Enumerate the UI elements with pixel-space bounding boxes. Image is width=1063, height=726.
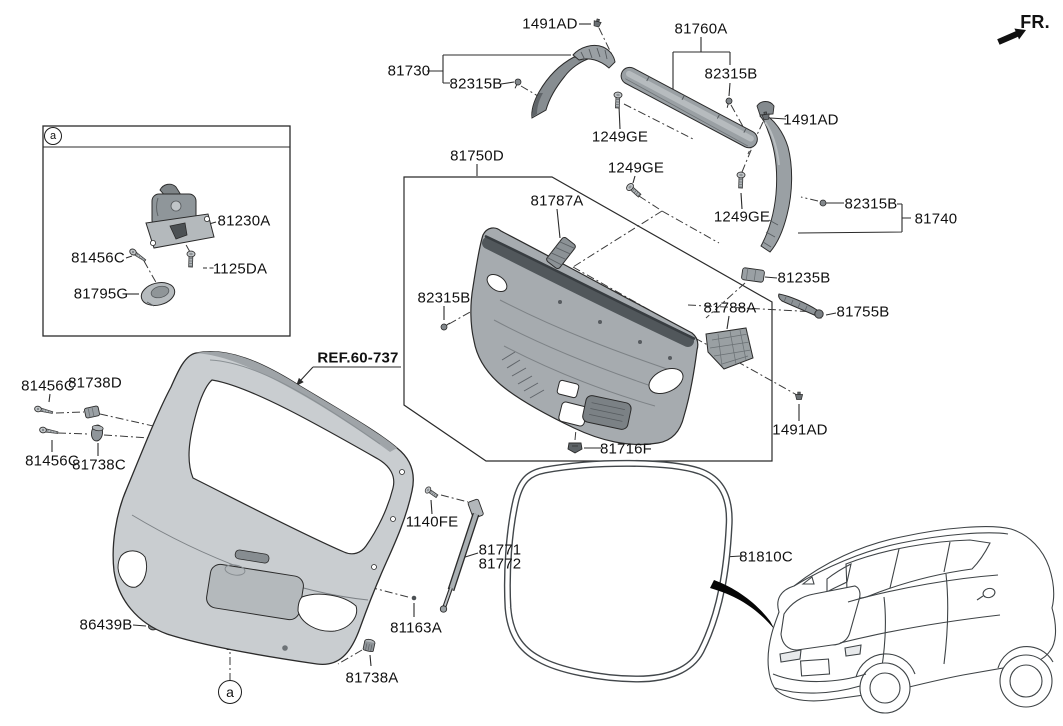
- part-81230A-latch: [145, 183, 215, 249]
- part-81716F-clip: [567, 442, 583, 454]
- screw-81456C-icon: [33, 404, 54, 416]
- detail-box-a: [42, 125, 291, 337]
- install-direction-arrow: [710, 580, 775, 630]
- screw-81456C-icon: [38, 426, 59, 436]
- part-81788A-grille: [705, 327, 754, 370]
- vehicle-rear-view: [767, 526, 1057, 714]
- part-81740-garnish: [756, 101, 793, 253]
- clip-82315B-icon: [819, 199, 831, 207]
- gas-lifter-81771-81772: [439, 498, 484, 613]
- part-81795G-opener-switch: [140, 282, 176, 307]
- tailgate-panel-drawing: [112, 351, 414, 666]
- nut-81738A-icon: [362, 638, 376, 652]
- weatherstrip-81810C: [503, 459, 733, 683]
- clip-82315B-icon: [511, 77, 523, 91]
- part-81760A-garnish: [620, 66, 758, 149]
- clip-82315B-icon: [723, 96, 734, 110]
- bolt-1249GE-icon: [736, 171, 746, 189]
- bolt-1125DA-icon: [186, 250, 196, 268]
- part-81235B-clip: [741, 267, 765, 283]
- leader-lines: [48, 23, 911, 667]
- clip-1491AD-icon: [592, 17, 603, 28]
- screw-81456C-icon: [128, 247, 148, 264]
- fr-direction-arrow: [997, 28, 1026, 45]
- part-81755B-rod: [778, 293, 824, 319]
- bumper-81163A-icon: [411, 595, 417, 601]
- bolt-1249GE-icon: [612, 91, 623, 109]
- clip-1491AD-icon: [795, 391, 803, 400]
- bolt-1249GE-icon: [624, 181, 643, 200]
- assembly-box-81750D: [403, 176, 773, 462]
- plug-81738C-icon: [90, 424, 104, 442]
- clip-82315B-icon: [439, 320, 452, 332]
- part-81730-trim: [531, 44, 616, 119]
- part-81750D-trim-panel: [470, 227, 699, 446]
- part-81787A-bracket: [546, 236, 576, 270]
- bolt-1140FE-icon: [423, 485, 440, 500]
- clip-81738D-icon: [84, 405, 100, 419]
